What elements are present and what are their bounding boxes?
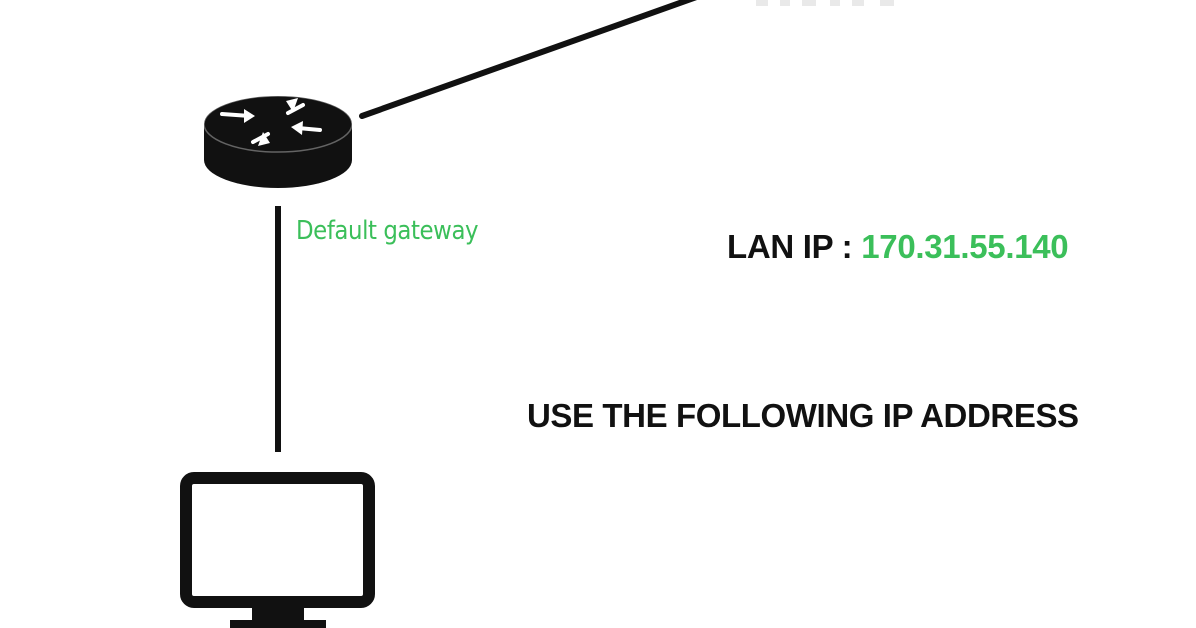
instruction-heading: USE THE FOLLOWING IP ADDRESS [527, 397, 1079, 434]
router-icon [203, 95, 353, 188]
lan-ip-row: LAN IP : 170.31.55.140 [727, 228, 1069, 266]
lan-ip-value: 170.31.55.140 [861, 228, 1069, 265]
lan-ip-label: LAN IP : [727, 228, 853, 265]
monitor-icon [180, 472, 375, 628]
default-gateway-label: Default gateway [296, 216, 479, 246]
uplink-line [359, 0, 698, 119]
cropped-text-fragment [756, 0, 894, 6]
